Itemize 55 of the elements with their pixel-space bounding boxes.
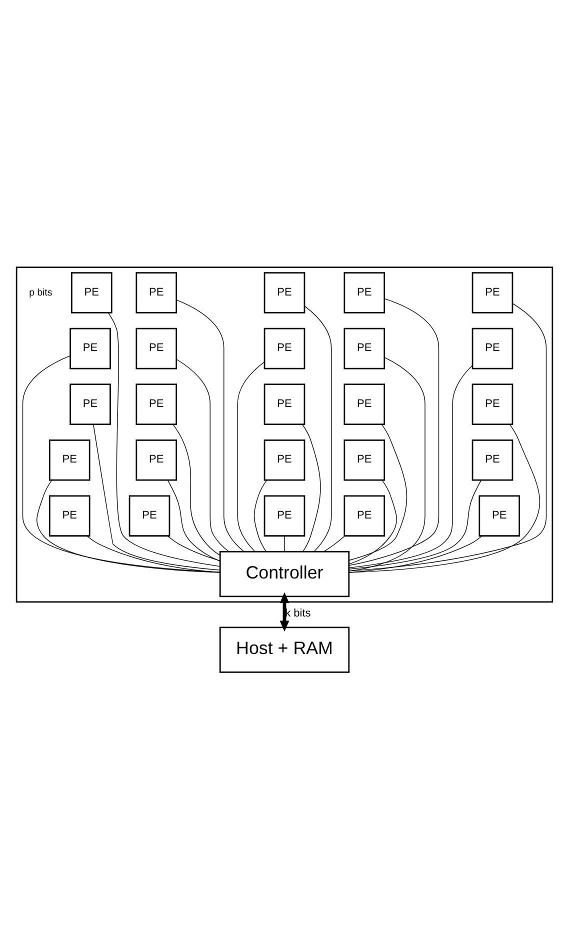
connector: [108, 312, 220, 567]
node-box: Host + RAM: [219, 626, 350, 673]
connector: [348, 357, 426, 572]
connector: [348, 298, 440, 566]
node-box: PE: [472, 384, 514, 425]
node-box: Controller: [219, 551, 350, 598]
node-box: PE: [128, 495, 170, 537]
node-box: PE: [344, 439, 386, 481]
node-box: PE: [48, 495, 90, 537]
connector: [323, 536, 346, 552]
connector: [348, 480, 482, 570]
connector: [167, 480, 220, 562]
node-box: PE: [264, 272, 306, 314]
connector: [254, 480, 268, 552]
node-box: PE: [472, 439, 514, 481]
node-box: PE: [472, 272, 514, 314]
node-box: PE: [472, 328, 514, 370]
connector: [348, 424, 540, 573]
connector: [172, 424, 220, 556]
node-box: PE: [264, 328, 306, 370]
node-box: PE: [344, 495, 386, 537]
node-box: PE: [264, 439, 306, 481]
node-box: PE: [70, 328, 111, 370]
node-box: PE: [264, 495, 306, 537]
connector: [348, 536, 482, 573]
connector: [93, 424, 220, 570]
connector: [302, 424, 321, 552]
node-box: PE: [136, 384, 178, 425]
connector: [348, 480, 397, 565]
connector: [168, 536, 220, 562]
connector: [284, 536, 285, 552]
connector: [176, 300, 244, 552]
node-box: PE: [136, 328, 178, 370]
node-box: PE: [478, 495, 520, 537]
node-box: PE: [264, 384, 306, 425]
connector: [348, 424, 408, 561]
arrow: [280, 592, 290, 632]
connector: [22, 355, 220, 572]
node-box: PE: [71, 272, 112, 314]
connector: [348, 364, 473, 568]
node-box: PE: [70, 384, 111, 425]
connector: [237, 362, 265, 552]
connector: [304, 306, 332, 552]
node-box: PE: [344, 272, 386, 314]
node-box: PE: [344, 328, 386, 370]
node-box: PE: [344, 384, 386, 425]
edge-label: k bits: [285, 607, 311, 620]
node-box: PE: [136, 272, 178, 314]
node-box: PE: [136, 439, 178, 481]
connector: [176, 358, 230, 552]
connector: [348, 303, 547, 572]
node-box: PE: [48, 439, 90, 481]
connector: [36, 480, 220, 573]
connector: [86, 536, 220, 573]
label: p bits: [29, 287, 52, 298]
